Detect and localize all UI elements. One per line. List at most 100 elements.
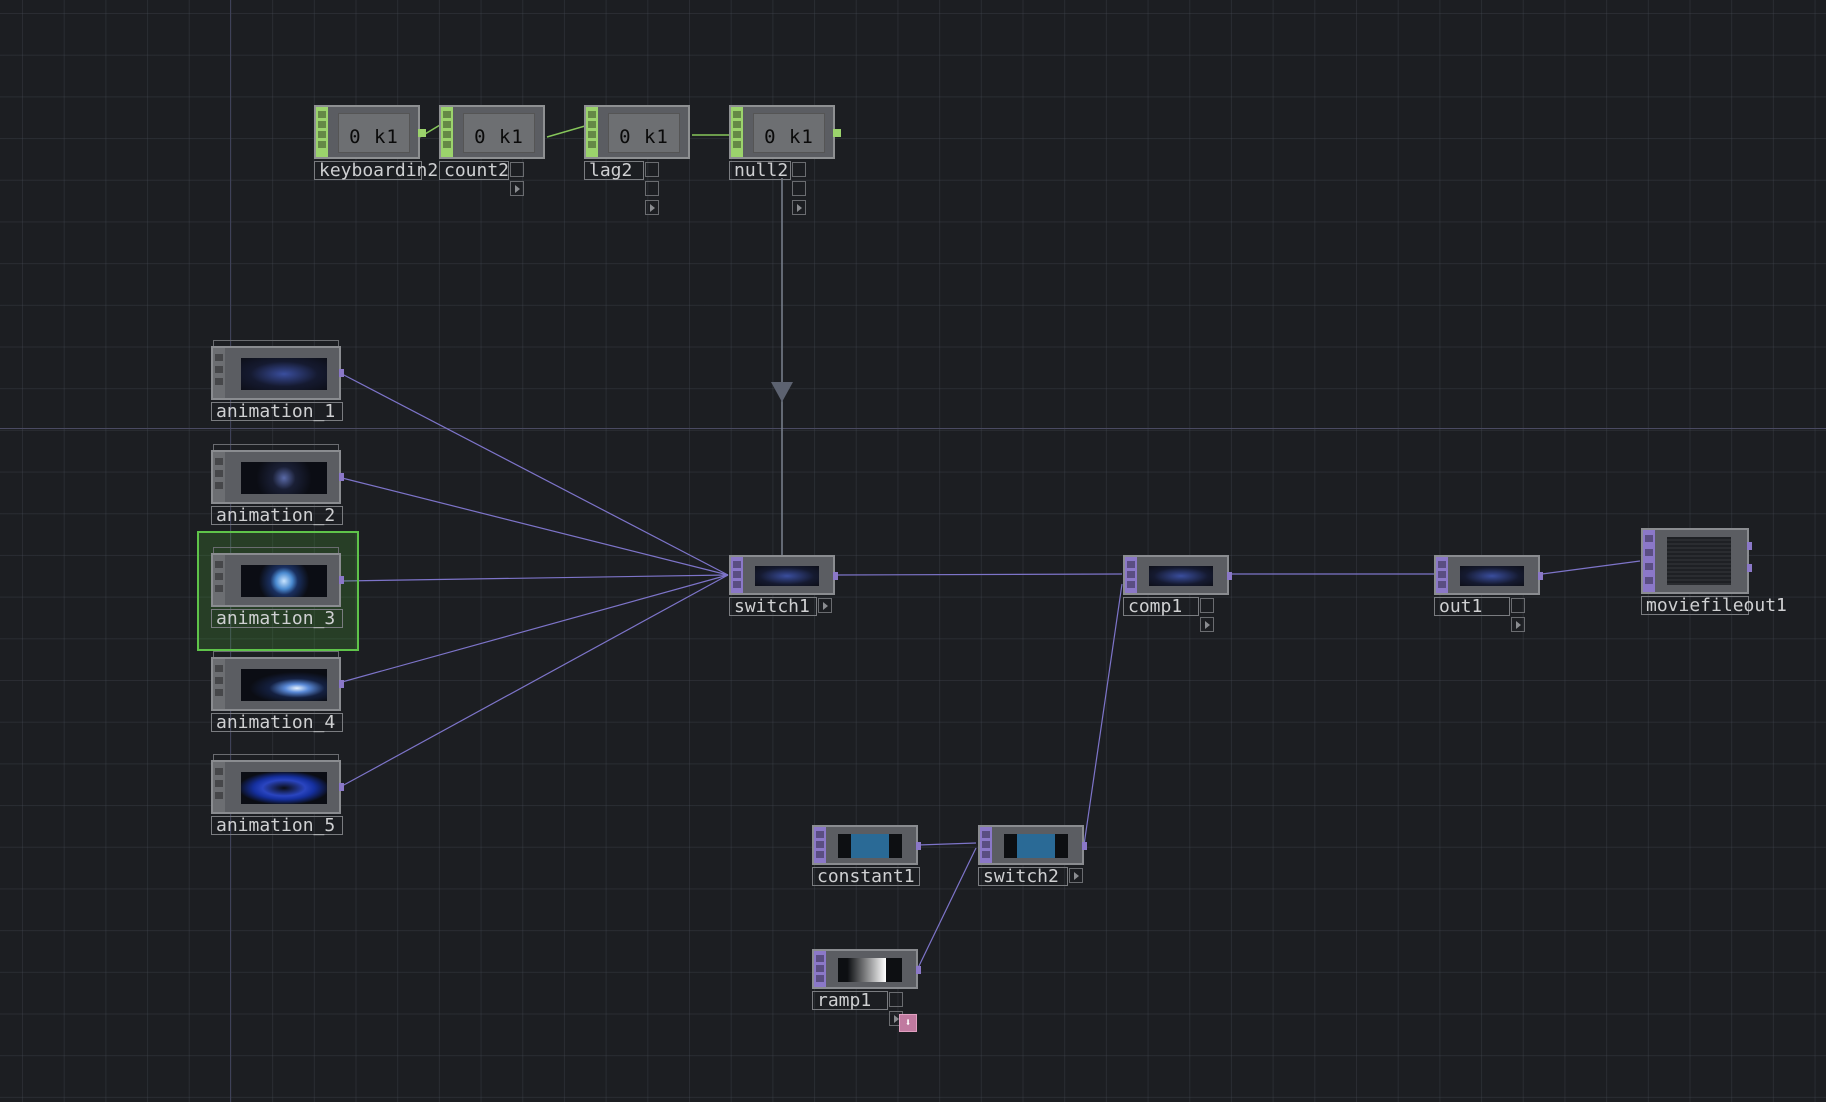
node-body[interactable] [211, 657, 344, 711]
wire-out1-moviefileout1 [1541, 560, 1641, 575]
node-flags[interactable] [817, 598, 832, 615]
input-strip [316, 107, 328, 157]
node-header [213, 547, 339, 553]
node-header [213, 651, 339, 657]
output-connector[interactable] [833, 129, 841, 137]
input-strip [1436, 557, 1448, 593]
node-viewer: 0 k1 [338, 113, 410, 153]
node-header [213, 444, 339, 450]
input-strip [213, 348, 225, 398]
node-viewer [241, 565, 327, 597]
node-body[interactable] [1123, 555, 1232, 595]
node-body[interactable] [1641, 528, 1752, 594]
input-strip [441, 107, 453, 157]
node-viewer [1460, 566, 1524, 586]
node-viewer [1667, 537, 1731, 585]
wire-ramp1-switch2 [917, 847, 977, 969]
node-viewer [1004, 834, 1068, 858]
node-viewer: 0 k1 [463, 113, 535, 153]
node-label[interactable]: animation_4 [211, 713, 343, 732]
node-body[interactable] [1434, 555, 1543, 595]
input-strip [980, 827, 992, 863]
node-label[interactable]: out1 [1434, 597, 1510, 616]
node-viewer [241, 772, 327, 804]
node-body[interactable] [211, 450, 344, 504]
node-flags[interactable] [791, 162, 806, 215]
wire-animation3-switch1 [341, 574, 729, 582]
node-label[interactable]: constant1 [812, 867, 920, 886]
output-connector[interactable] [916, 842, 921, 850]
node-label[interactable]: animation_5 [211, 816, 343, 835]
node-body[interactable]: 0 k1 [314, 105, 426, 159]
output-connector[interactable] [339, 576, 344, 584]
channel-value: 0 k1 [764, 126, 814, 148]
node-body[interactable] [211, 760, 344, 814]
node-body[interactable] [978, 825, 1087, 865]
input-strip [814, 951, 826, 987]
node-body[interactable] [729, 555, 838, 595]
channel-value: 0 k1 [349, 126, 399, 148]
node-header [213, 754, 339, 760]
input-strip [731, 557, 743, 593]
node-body[interactable]: 0 k1 [729, 105, 841, 159]
node-label[interactable]: count2 [439, 161, 509, 180]
input-strip [213, 659, 225, 709]
output-connector[interactable] [833, 572, 838, 580]
horizontal-guide-line [0, 428, 1826, 429]
output-connector[interactable] [339, 473, 344, 481]
node-body[interactable] [812, 825, 921, 865]
output-connector[interactable] [1747, 542, 1752, 550]
output-connector[interactable] [916, 966, 921, 974]
input-strip [586, 107, 598, 157]
export-arrow-icon [771, 382, 793, 402]
node-body[interactable] [211, 346, 344, 400]
node-label[interactable]: moviefileout1 [1641, 596, 1787, 615]
input-strip [731, 107, 743, 157]
node-label[interactable]: comp1 [1123, 597, 1199, 616]
node-viewer [1149, 566, 1213, 586]
output-connector[interactable] [1747, 564, 1752, 572]
wire-switch2-comp1 [1083, 583, 1123, 846]
input-strip [213, 555, 225, 605]
input-strip [814, 827, 826, 863]
node-label[interactable]: animation_3 [211, 609, 343, 628]
output-connector[interactable] [339, 369, 344, 377]
node-viewer: 0 k1 [753, 113, 825, 153]
node-flags[interactable] [888, 992, 903, 1026]
output-connector[interactable] [1538, 572, 1543, 580]
node-body[interactable]: 0 k1 [439, 105, 545, 159]
node-viewer: 0 k1 [608, 113, 680, 153]
node-label[interactable]: keyboardin2 [314, 161, 438, 180]
output-connector[interactable] [418, 129, 426, 137]
output-connector[interactable] [1082, 842, 1087, 850]
node-header [213, 340, 339, 346]
node-flags[interactable] [1068, 868, 1083, 885]
wire-switch1-comp1 [835, 573, 1123, 576]
node-viewer [755, 566, 819, 586]
input-strip [1643, 530, 1655, 592]
input-strip [213, 452, 225, 502]
node-body[interactable] [812, 949, 921, 989]
output-connector[interactable] [1227, 572, 1232, 580]
node-label[interactable]: lag2 [584, 161, 644, 180]
wire-animation5-switch1 [341, 574, 729, 787]
node-label[interactable]: ramp1 [812, 991, 888, 1010]
node-flags[interactable] [509, 162, 524, 196]
output-connector[interactable] [339, 783, 344, 791]
node-label[interactable]: animation_2 [211, 506, 343, 525]
output-connector[interactable] [339, 680, 344, 688]
node-flags[interactable] [1510, 598, 1525, 632]
node-flags[interactable] [1199, 598, 1214, 632]
download-arrow-icon[interactable]: ⬇ [899, 1014, 917, 1032]
node-body[interactable]: 0 k1 [584, 105, 690, 159]
wire-animation4-switch1 [341, 574, 729, 683]
node-label[interactable]: switch1 [729, 597, 817, 616]
node-label[interactable]: switch2 [978, 867, 1068, 886]
node-viewer [241, 669, 327, 701]
node-label[interactable]: animation_1 [211, 402, 343, 421]
node-flags[interactable] [644, 162, 659, 215]
node-body[interactable] [211, 553, 344, 607]
node-label[interactable]: null2 [729, 161, 791, 180]
